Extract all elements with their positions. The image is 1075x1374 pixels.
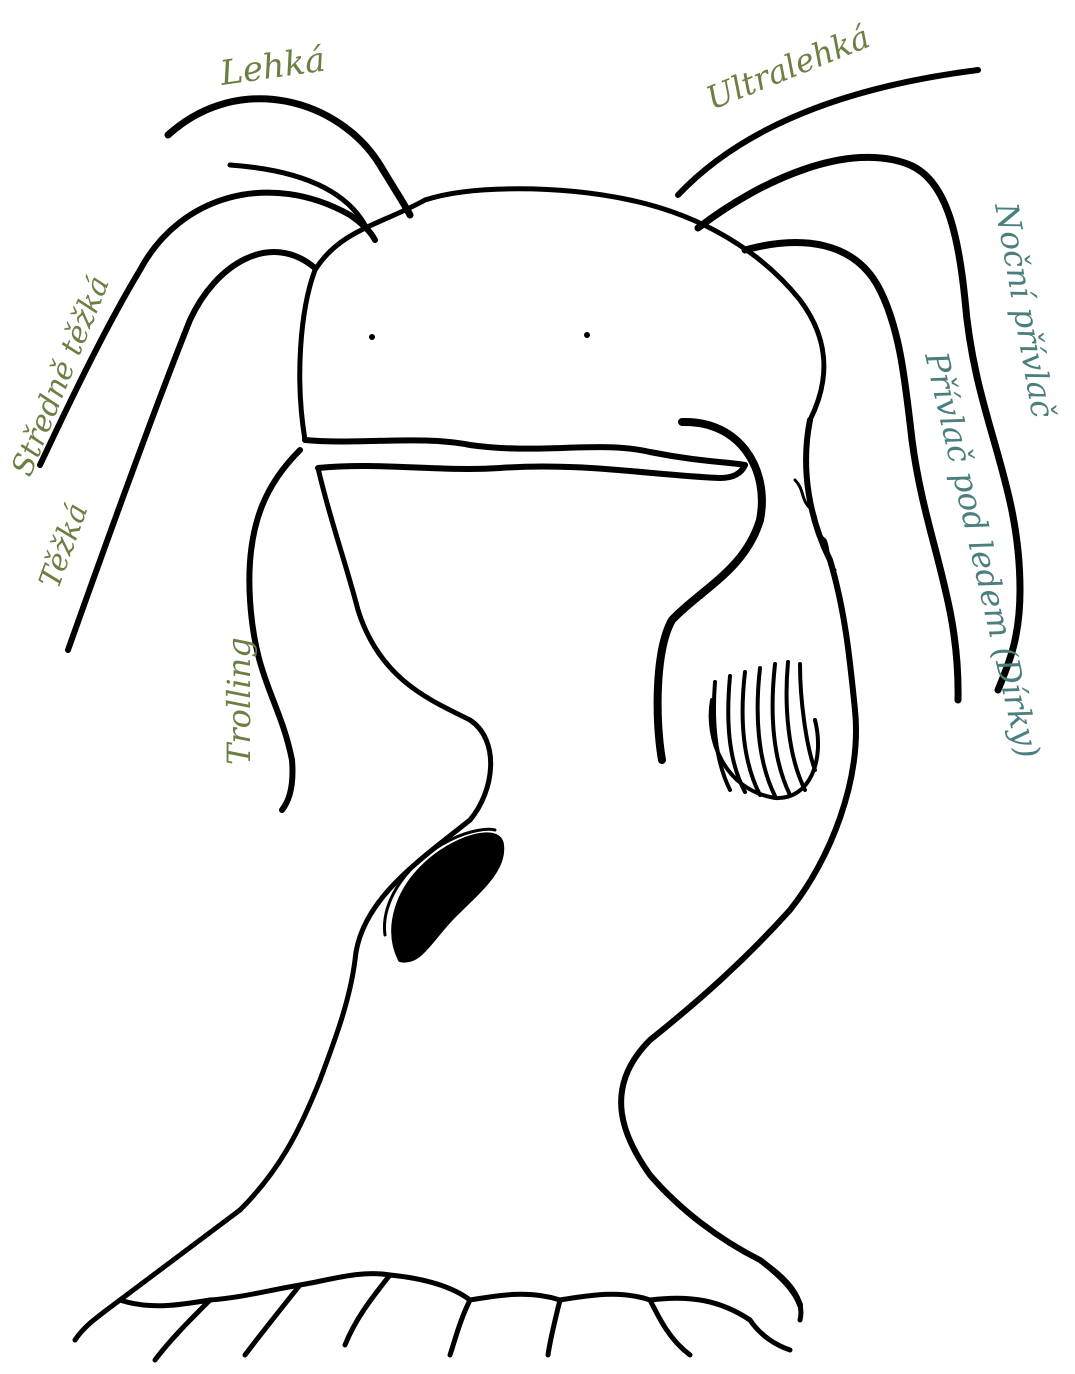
body-right-side — [621, 420, 856, 1305]
black-oval-mark — [393, 834, 502, 960]
creature-drawing — [40, 70, 1020, 1360]
head-outline — [300, 189, 824, 440]
mouth-upper — [305, 440, 745, 465]
label-ultralehka: Ultralehká — [701, 17, 875, 117]
roots — [75, 1210, 801, 1360]
label-stredne-tezka: Středně těžká — [5, 271, 117, 481]
mouth-lower — [318, 465, 745, 478]
label-nocni-privlac: Noční přívlač — [987, 199, 1062, 421]
label-lehka: Lehká — [217, 40, 328, 94]
label-trolling: Trolling — [220, 637, 258, 765]
left-eye — [369, 334, 375, 340]
label-tezka: Těžká — [33, 499, 96, 593]
antenna-privlac-pod-ledem — [745, 243, 958, 700]
striped-shell — [711, 662, 818, 798]
antenna-lehka — [168, 99, 410, 215]
right-eye — [584, 332, 590, 338]
